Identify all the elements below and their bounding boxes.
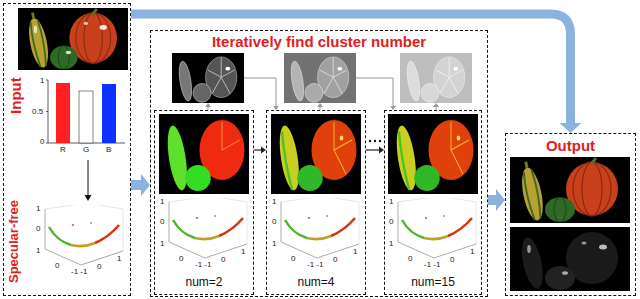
flow-arrow [85, 160, 92, 201]
tick-label: 1 [389, 198, 393, 206]
tick-label: 1 [117, 255, 121, 263]
bar-chart [46, 80, 125, 143]
connector [131, 174, 150, 196]
input-panel: InputSpecular-free [3, 3, 131, 296]
axis-label: 1 [40, 77, 44, 85]
tick-label: 1 [241, 248, 245, 256]
cluster-count: num=2 [185, 276, 222, 290]
cluster-plot [281, 196, 359, 258]
connector [488, 189, 505, 211]
tick-label: 0 [55, 262, 59, 270]
cluster-plot [398, 196, 476, 258]
axis-label: 0.5 [32, 108, 43, 116]
section-label: Input [6, 78, 23, 115]
tick-label: 0 [221, 256, 225, 264]
cluster-count: num=4 [297, 276, 334, 290]
diffuse-output [510, 157, 630, 223]
residual-image [172, 53, 244, 103]
tick-label: 1 [160, 198, 164, 206]
tick-label: 0 [389, 218, 393, 226]
tick-label: 0 [160, 218, 164, 226]
cluster-plot [169, 196, 247, 258]
axis-label: 0 [40, 138, 44, 146]
tick-label: 0 [333, 256, 337, 264]
tick-label: 0 [450, 256, 454, 264]
panel-title: Iteratively find cluster number [212, 33, 426, 50]
tick-label: 1 [353, 248, 357, 256]
input-image [18, 8, 128, 70]
tick-label: 0 [36, 225, 40, 233]
connector [131, 14, 582, 133]
tick-label: 0 [97, 263, 101, 271]
axis-label: R [60, 146, 66, 154]
tick-label: -1 -1 [195, 261, 211, 269]
axis-label: G [83, 146, 89, 154]
cluster-image [159, 114, 249, 194]
axis-label: B [106, 146, 111, 154]
specular-highlights [34, 22, 107, 54]
feedback-arrows [208, 78, 436, 110]
block-arrow [131, 174, 150, 196]
arrow-line [254, 149, 261, 150]
residual-image [284, 53, 356, 103]
block-arrow [488, 189, 505, 211]
panel-title: Output [546, 137, 595, 154]
tick-label: 1 [36, 247, 40, 255]
tick-label: 1 [36, 205, 40, 213]
tick-label: 1 [470, 248, 474, 256]
ellipsis-dots [369, 140, 381, 142]
tick-label: 1 [389, 240, 393, 248]
tick-label: 0 [291, 255, 295, 263]
tick-label: -1 -1 [307, 261, 323, 269]
cluster-image [271, 114, 361, 194]
specular-output [510, 227, 630, 291]
tick-label: -1 -1 [424, 261, 440, 269]
tick-label: 1 [272, 240, 276, 248]
feedback-heads [205, 103, 439, 110]
tick-label: 1 [160, 240, 164, 248]
connector [366, 147, 384, 154]
tick-label: 0 [272, 218, 276, 226]
arrow-line [366, 149, 379, 150]
output-panel: Output [505, 133, 636, 296]
tick-label: 0 [179, 255, 183, 263]
tick-label: -1 -1 [71, 268, 87, 276]
tick-label: 1 [272, 198, 276, 206]
tick-label: 0 [408, 255, 412, 263]
connector [254, 147, 266, 154]
arrow-head [560, 123, 582, 133]
cluster-image [388, 114, 478, 194]
cluster-count: num=15 [411, 276, 455, 290]
chromaticity-plot [45, 203, 123, 265]
residual-image [400, 53, 472, 103]
iteration-panel: Iteratively find cluster number num=2 num=… [150, 30, 488, 297]
section-label: Specular-free [8, 199, 23, 282]
